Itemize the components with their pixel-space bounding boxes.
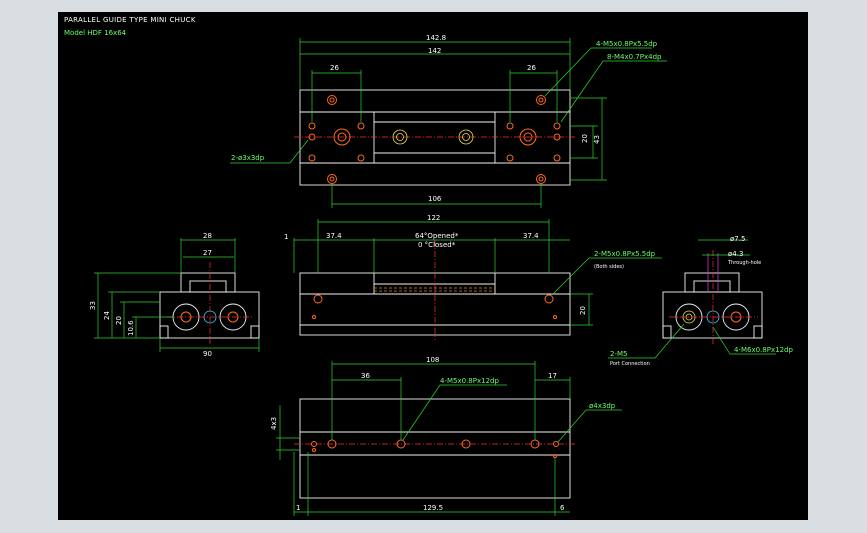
dim-10-6: 10.6 [127,320,135,336]
dim-129-5: 129.5 [423,504,443,512]
callout-m5-bottom: 4-M5x0.8Px12dp [440,377,499,385]
dim-20-top: 20 [581,134,589,143]
dim-142-8: 142.8 [426,34,446,42]
dim-36: 36 [361,372,370,380]
model-label: Model HDF 16x64 [64,29,127,37]
callout-port-m5: 2-M5 [610,350,627,358]
bottom-view-body [299,398,571,499]
bottom-view: 108 36 17 4-M5x0.8Px12dp ø4x3dp 4x3 1 12… [270,356,622,516]
dim-37-4-right: 37.4 [523,232,539,240]
stroke-closed: 0 °Closed* [418,241,456,249]
callout-m6: 4-M6x0.8Px12dp [734,346,793,354]
dim-106: 106 [428,195,442,203]
left-view-body [159,291,260,339]
dim-90: 90 [203,350,212,358]
dim-d7-5: ø7.5 [730,235,745,243]
dim-27: 27 [203,249,212,257]
callout-m5-top: 4-M5x0.8Px5.5dp [596,40,658,48]
dim-1-bottom: 1 [296,504,300,512]
callout-m4: 8-M4x0.7Px4dp [607,53,662,61]
drawing-sheet: PARALLEL GUIDE TYPE MINI CHUCK Model HDF… [58,12,808,520]
top-view-body [299,89,571,186]
dim-4x3: 4x3 [270,417,278,430]
dim-26-left: 26 [330,64,339,72]
dim-20-front: 20 [579,306,587,315]
cad-drawing: PARALLEL GUIDE TYPE MINI CHUCK Model HDF… [64,16,793,516]
dim-108: 108 [426,356,439,364]
drawing-title: PARALLEL GUIDE TYPE MINI CHUCK [64,16,196,24]
port-connection-note: Port Connection [610,361,650,367]
both-sides-note: (Both sides) [594,264,624,270]
stroke-opened: 64°Opened* [415,232,459,240]
dim-142: 142 [428,47,441,55]
dim-1-front: 1 [284,233,288,241]
dim-20-left: 20 [115,316,123,325]
dim-28: 28 [203,232,212,240]
dim-24: 24 [103,311,111,320]
dim-33: 33 [89,301,97,310]
top-view: 142.8 142 26 26 106 20 43 4-M5x0.8Px5.5d… [230,34,667,208]
dim-122: 122 [427,214,440,222]
callout-d4: ø4x3dp [589,402,616,410]
dim-6: 6 [560,504,565,512]
through-hole-note: Through-hole [727,260,761,266]
right-side-view: ø7.5 ø4.3 Through-hole 2-M5 Port Connect… [608,235,793,367]
callout-m5-front: 2-M5x0.8Px5.5dp [594,250,656,258]
dim-d4-3: ø4.3 [728,250,743,258]
callout-d3: 2-ø3x3dp [231,154,265,162]
front-view: 122 1 37.4 37.4 64°Opened* 0 °Closed* 20… [284,214,662,340]
dim-17: 17 [548,372,557,380]
left-side-view: 28 27 33 24 20 10.6 90 [89,232,260,358]
dim-26-right: 26 [527,64,536,72]
dim-43: 43 [593,135,601,144]
dim-37-4-left: 37.4 [326,232,342,240]
